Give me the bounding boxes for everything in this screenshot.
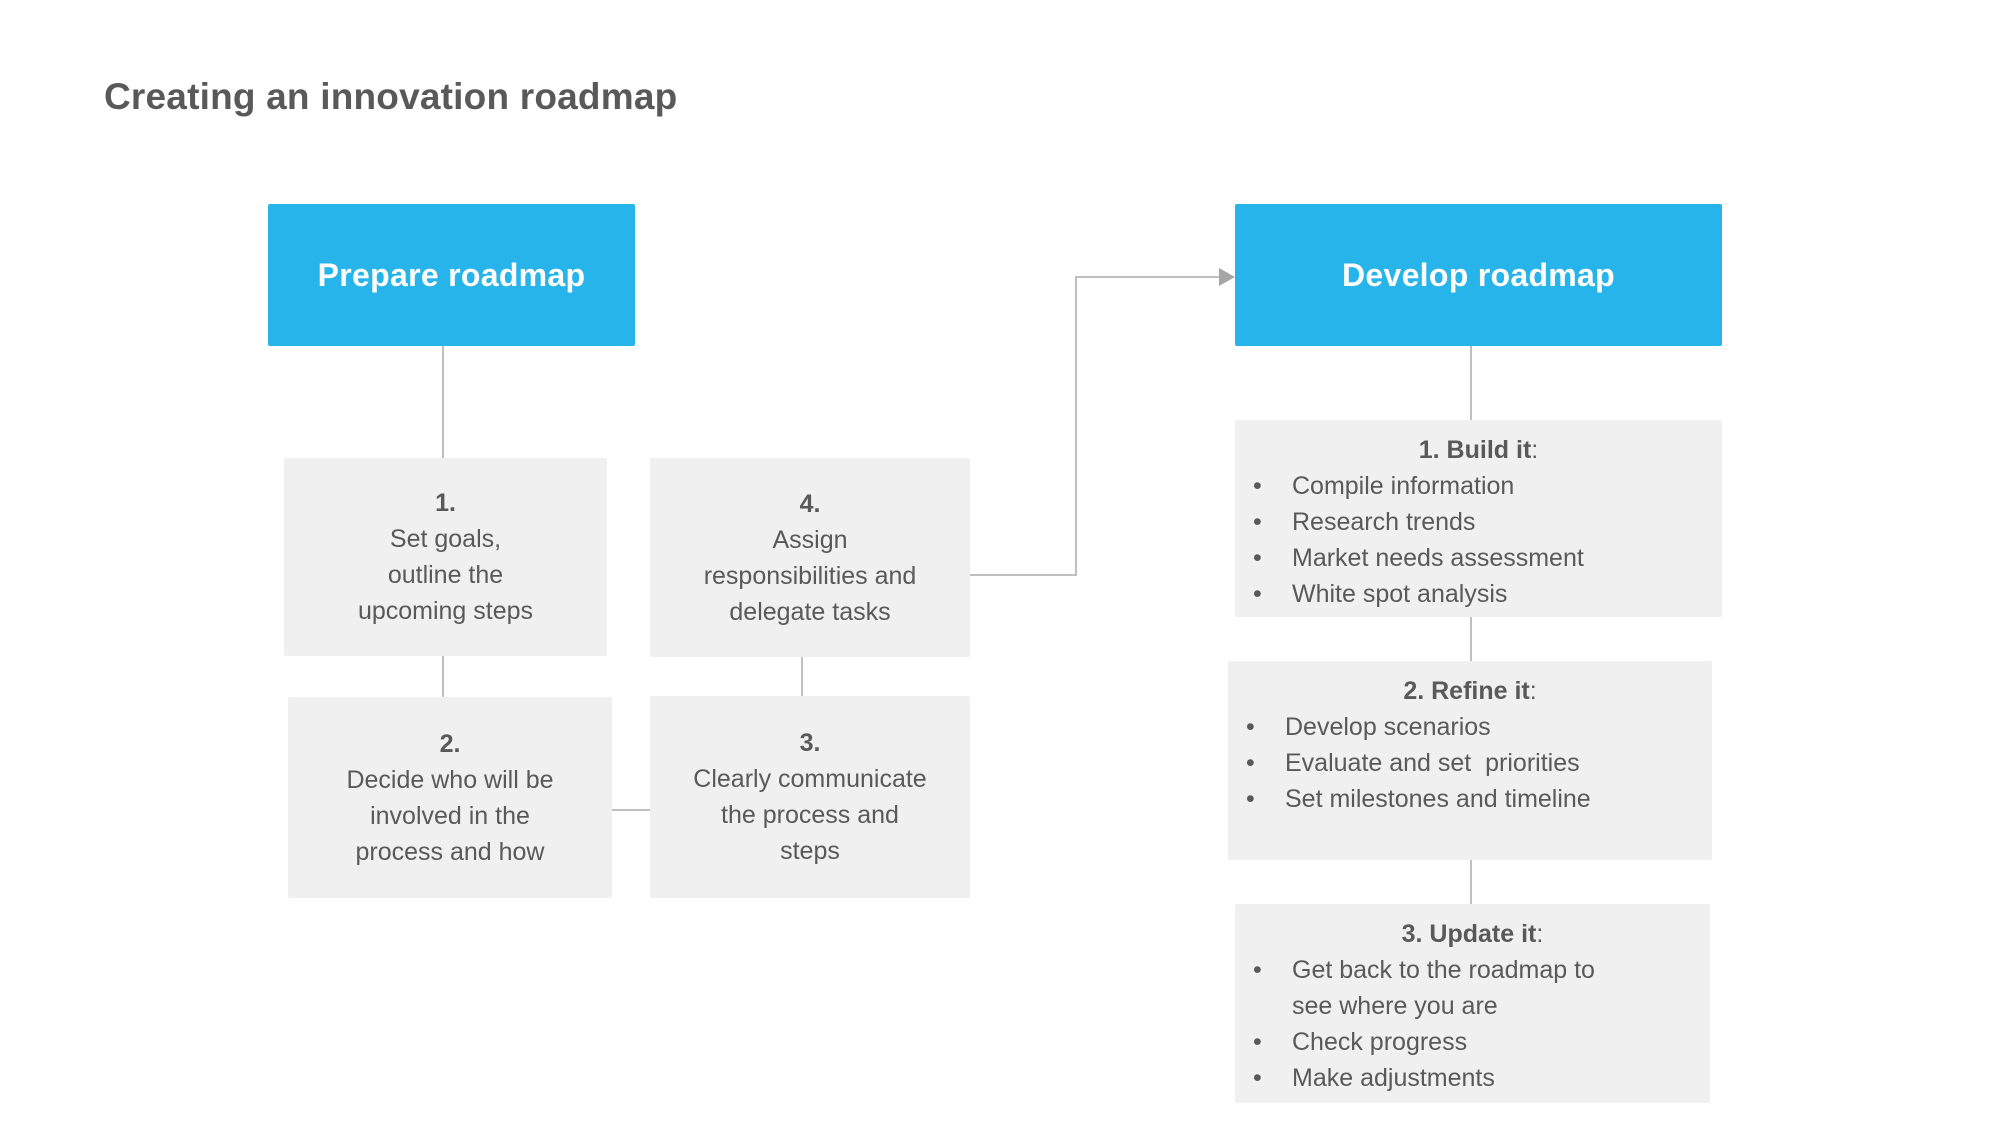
connector-step4-to-develop-segment-bottom (970, 574, 1077, 576)
bullet-text: Set milestones and timeline (1285, 785, 1591, 813)
step-box-1: 1. Set goals, outline the upcoming steps (284, 458, 607, 656)
connector-step2-to-step3 (612, 809, 650, 811)
bullet-text: Get back to the roadmap to see where you… (1292, 956, 1595, 1020)
step-4-line: delegate tasks (729, 597, 891, 626)
bullet-item: • White spot analysis (1235, 576, 1722, 612)
heading-bold-text: 2. Refine it (1403, 677, 1530, 705)
bullet-text: Market needs assessment (1292, 544, 1584, 572)
bullet-icon: • (1246, 749, 1255, 777)
bullet-icon: • (1253, 472, 1262, 500)
bullet-text: Check progress (1292, 1028, 1468, 1056)
develop-box-update-heading: 3. Update it: (1235, 916, 1710, 952)
connector-refine-to-update (1470, 860, 1472, 904)
step-box-3: 3. Clearly communicate the process and s… (650, 696, 970, 898)
step-3-line: Clearly communicate (693, 765, 927, 793)
heading-colon: : (1531, 436, 1539, 464)
heading-bold-text: 1. Build it (1418, 436, 1532, 464)
heading-colon: : (1536, 920, 1544, 948)
phase-box-develop: Develop roadmap (1235, 204, 1722, 346)
bullet-icon: • (1253, 1028, 1262, 1056)
heading-bold-text: 3. Update it (1401, 920, 1537, 948)
bullet-item: • Compile information (1235, 468, 1722, 504)
step-4-number: 4. (799, 489, 821, 518)
step-2-number: 2. (439, 729, 461, 758)
bullet-text: Evaluate and set priorities (1285, 749, 1580, 777)
step-3-line: steps (780, 837, 840, 865)
step-box-4: 4. Assign responsibilities and delegate … (650, 458, 970, 657)
connector-step1-to-step2 (442, 656, 444, 697)
connector-develop-to-build (1470, 346, 1472, 420)
develop-box-refine-heading: 2. Refine it: (1228, 673, 1712, 709)
bullet-item: • Get back to the roadmap to see where y… (1235, 952, 1710, 1024)
bullet-icon: • (1246, 785, 1255, 813)
step-2-line: process and how (355, 837, 545, 866)
bullet-text: Research trends (1292, 508, 1476, 536)
connector-step4-to-step3 (801, 657, 803, 696)
step-3-line: the process and (721, 801, 899, 829)
heading-colon: : (1529, 677, 1537, 705)
bullet-item: • Evaluate and set priorities (1228, 745, 1712, 781)
step-2-line: Decide who will be (346, 765, 554, 794)
page-title: Creating an innovation roadmap (104, 76, 678, 117)
develop-box-build-heading: 1. Build it: (1235, 432, 1722, 468)
bullet-icon: • (1253, 508, 1262, 536)
bullet-text: Compile information (1292, 472, 1515, 500)
step-1-line: Set goals, (389, 525, 502, 553)
bullet-icon: • (1253, 1064, 1262, 1092)
bullet-text: Make adjustments (1292, 1064, 1495, 1092)
bullet-item: • Research trends (1235, 504, 1722, 540)
step-3-number: 3. (799, 729, 821, 757)
connector-step4-to-develop-segment-vertical (1075, 276, 1077, 576)
bullet-icon: • (1246, 713, 1255, 741)
connector-step4-to-develop-segment-top (1075, 276, 1221, 278)
develop-box-build: 1. Build it: • Compile information • Res… (1235, 420, 1722, 617)
bullet-text: White spot analysis (1292, 580, 1508, 608)
connector-prepare-to-step1 (442, 346, 444, 458)
develop-box-refine: 2. Refine it: • Develop scenarios • Eval… (1228, 661, 1712, 860)
step-1-line: upcoming steps (357, 597, 534, 625)
phase-label-develop: Develop roadmap (1341, 256, 1615, 293)
connector-build-to-refine (1470, 617, 1472, 661)
bullet-item: • Check progress (1235, 1024, 1710, 1060)
step-box-2: 2. Decide who will be involved in the pr… (288, 697, 612, 898)
bullet-text: Develop scenarios (1285, 713, 1491, 741)
step-1-number: 1. (435, 489, 456, 517)
develop-box-update: 3. Update it: • Get back to the roadmap … (1235, 904, 1710, 1103)
step-4-line: responsibilities and (703, 561, 917, 590)
bullet-icon: • (1253, 544, 1262, 572)
bullet-icon: • (1253, 956, 1262, 984)
step-4-line: Assign (772, 525, 848, 554)
bullet-icon: • (1253, 580, 1262, 608)
bullet-item: • Market needs assessment (1235, 540, 1722, 576)
arrow-right-icon (1219, 268, 1235, 286)
phase-label-prepare: Prepare roadmap (317, 256, 586, 293)
bullet-item: • Develop scenarios (1228, 709, 1712, 745)
bullet-item: • Set milestones and timeline (1228, 781, 1712, 817)
phase-box-prepare: Prepare roadmap (268, 204, 635, 346)
step-1-line: outline the (387, 561, 504, 589)
step-2-line: involved in the (370, 801, 530, 830)
bullet-item: • Make adjustments (1235, 1060, 1710, 1096)
